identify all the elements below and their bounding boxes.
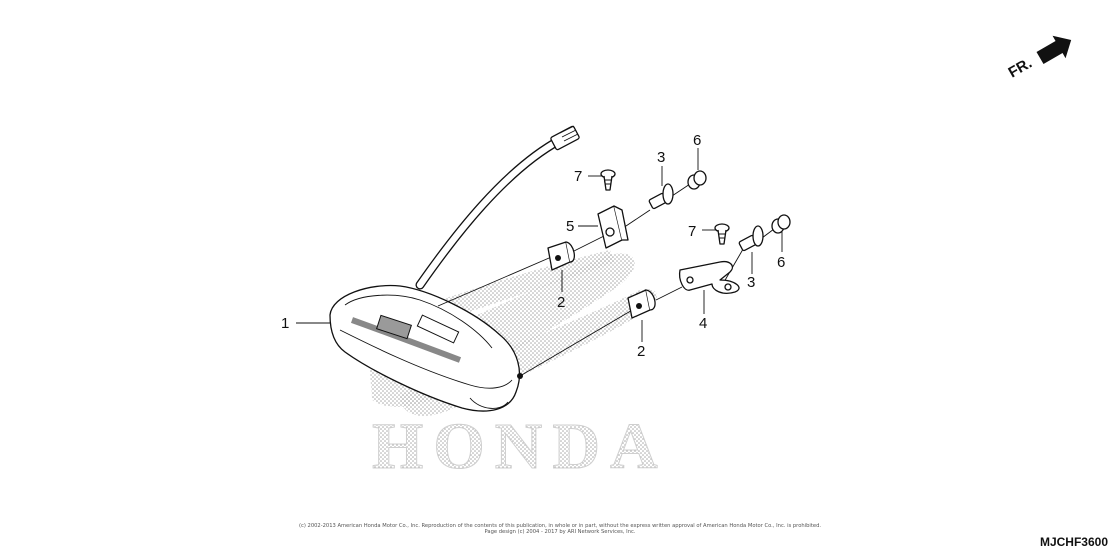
callout-7-lower: 7 [688,223,696,240]
callout-4: 4 [699,315,707,332]
nut-lower [771,214,791,234]
callout-labels: 1 2 2 3 3 4 5 6 6 7 7 [281,132,785,360]
rubber-grommet-lower [627,289,656,319]
taillight-assembly [329,284,523,412]
collar-upper [648,183,674,210]
bracket-clip [597,205,629,249]
callout-7-upper: 7 [574,168,582,185]
honda-watermark-text: HONDA [372,410,668,483]
copyright-notice: (c) 2002-2013 American Honda Motor Co., … [299,523,821,529]
callout-2-upper: 2 [557,294,565,311]
collar-lower [738,225,764,252]
callout-2-lower: 2 [637,343,645,360]
front-arrow-icon [1036,35,1072,65]
callout-3-upper: 3 [657,149,665,166]
callout-5: 5 [566,218,574,235]
callout-leaders [296,148,783,342]
taillight-wire-harness [415,125,580,290]
nut-upper [687,170,707,190]
front-direction-indicator: FR. [1006,35,1072,82]
callout-6-lower: 6 [777,254,785,271]
callout-1: 1 [281,315,289,332]
tapping-screw-upper [600,169,616,191]
figure-code: MJCHF3600 [1040,535,1108,549]
callout-6-upper: 6 [693,132,701,149]
tapping-screw-lower [714,223,730,245]
page-design-notice: Page design (c) 2004 - 2017 by ARI Netwo… [485,529,636,535]
stay-bracket [678,260,740,294]
rubber-grommet-upper [547,241,576,271]
callout-3-lower: 3 [747,274,755,291]
front-label: FR. [1006,55,1035,82]
